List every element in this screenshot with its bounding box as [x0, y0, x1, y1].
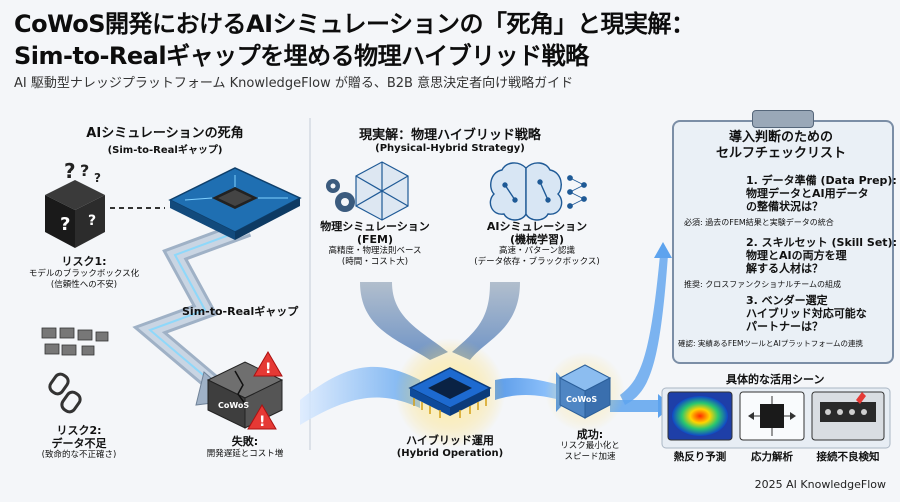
- success-block: 成功: リスク最小化と スピード加速: [540, 428, 640, 463]
- flow-left: [300, 366, 420, 425]
- checklist-item-line: パートナーは？: [746, 320, 823, 333]
- scattered-files-icon: [41, 327, 109, 356]
- stress-chip-icon: [739, 391, 805, 441]
- checklist-card: [672, 120, 894, 364]
- warning-icon: !: [247, 404, 277, 430]
- checklist-item-3: 3. ベンダー選定 ハイブリッド対応可能な パートナーは？: [746, 294, 867, 333]
- risk2-title: リスク2:: [56, 424, 102, 437]
- left-section-subtitle: (Sim-to-Realギャップ): [107, 145, 223, 156]
- ai-line1: 高速・パターン認識: [498, 246, 576, 256]
- hybrid-subtitle: (Hybrid Operation): [396, 448, 504, 459]
- scene-label-thermal: 熱反り予測: [673, 451, 727, 463]
- svg-text:!: !: [259, 414, 265, 430]
- checklist-note-1: 必須: 過去のFEM結果と実験データの統合: [684, 218, 834, 227]
- brain-network-icon: [489, 162, 563, 221]
- checklist-item-line: 3. ベンダー選定: [746, 294, 828, 307]
- checklist-item-line: 物理データとAI用データ: [746, 187, 869, 200]
- checklist-item-line: 1. データ準備 (Data Prep):: [746, 174, 897, 187]
- scene-label-stress: 応力解析: [751, 451, 793, 463]
- circuit-board-icon: [168, 167, 302, 240]
- success-line2: スピード加速: [564, 452, 616, 462]
- hybrid-title: ハイブリッド運用: [406, 434, 494, 447]
- checklist-note-2: 推奨: クロスファンクショナルチームの組成: [684, 280, 841, 289]
- risk2-block: リスク2: データ不足 (致命的な不正確さ): [14, 424, 144, 461]
- ai-title-1: AIシミュレーション: [486, 220, 588, 233]
- checklist-title-2: セルフチェックリスト: [715, 146, 846, 161]
- checklist-title-1: 導入判断のための: [728, 130, 833, 145]
- neural-network-icon: [567, 175, 587, 209]
- checklist-item-line: 物理とAIの両方を理: [746, 249, 847, 262]
- question-cube-icon: ? ? ? ? ?: [45, 159, 105, 248]
- broken-chip-label: CoWoS: [218, 401, 249, 410]
- svg-text:!: !: [265, 361, 271, 377]
- success-chip-icon: [558, 364, 612, 419]
- success-line1: リスク最小化と: [560, 441, 620, 451]
- checklist-item-line: 解する人材は？: [746, 262, 823, 275]
- failure-title: 失敗:: [231, 435, 259, 448]
- flow-ai: [452, 282, 520, 360]
- failure-line1: 開発遅延とコスト増: [206, 449, 284, 459]
- page-subtitle: AI 駆動型ナレッジプラットフォーム KnowledgeFlow が贈る、B2B…: [14, 76, 574, 91]
- page-title-line-1: CoWoS開発におけるAIシミュレーションの「死角」と現実解：: [14, 10, 695, 38]
- svg-text:?: ?: [60, 214, 70, 235]
- risk1-block: リスク1: モデルのブラックボックス化 (信頼性への不安): [14, 253, 154, 291]
- failure-block: 失敗: 開発遅延とコスト増: [190, 433, 300, 460]
- checklist-item-line: ハイブリッド対応可能な: [746, 307, 867, 320]
- svg-text:?: ?: [64, 159, 76, 183]
- svg-text:?: ?: [80, 161, 89, 180]
- flow-checklist: [620, 255, 668, 405]
- flow-right: [495, 377, 560, 400]
- warning-icon: !: [253, 351, 283, 377]
- gears-icon: [326, 179, 355, 212]
- fem-mesh-icon: [355, 161, 409, 221]
- svg-text:?: ?: [88, 213, 96, 229]
- hybrid-chip-icon: [408, 367, 492, 418]
- connector-defect-icon: [811, 391, 885, 441]
- ai-line2: (データ依存・ブラックボックス): [474, 257, 600, 267]
- broken-chain-icon: [48, 372, 82, 414]
- success-chip-label: CoWoS: [566, 395, 597, 404]
- checklist-item-1: 1. データ準備 (Data Prep): 物理データとAI用データ の整備状況…: [746, 174, 897, 213]
- checklist-item-2: 2. スキルセット (Skill Set): 物理とAIの両方を理 解する人材は…: [746, 236, 897, 275]
- ai-block: AIシミュレーション (機械学習) 高速・パターン認識 (データ依存・ブラックボ…: [462, 220, 612, 268]
- flow-fem: [360, 282, 448, 360]
- middle-section-subtitle: (Physical-Hybrid Strategy): [375, 143, 525, 154]
- risk1-title: リスク1:: [61, 255, 107, 268]
- hybrid-block: ハイブリッド運用 (Hybrid Operation): [380, 434, 520, 460]
- thermal-map-icon: [667, 391, 733, 441]
- fem-line2: (時間・コスト大): [341, 257, 409, 267]
- checklist-item-line: の整備状況は？: [746, 200, 823, 213]
- svg-text:?: ?: [94, 171, 101, 185]
- left-section-title: AIシミュレーションの死角: [86, 126, 244, 141]
- risk1-line2: (信頼性への不安): [50, 280, 118, 290]
- fem-title-1: 物理シミュレーション: [320, 220, 430, 233]
- success-title: 成功:: [576, 428, 604, 441]
- ai-title-2: (機械学習): [509, 233, 565, 246]
- scene-label-connection: 接続不良検知: [816, 451, 880, 463]
- checklist-item-line: 2. スキルセット (Skill Set):: [746, 236, 897, 249]
- risk2-line2: (致命的な不正確さ): [41, 450, 117, 460]
- clipboard-clip: [752, 110, 814, 128]
- page-title-line-2: Sim-to-Realギャップを埋める物理ハイブリッド戦略: [14, 42, 589, 70]
- gap-label: Sim-to-Realギャップ: [182, 305, 299, 318]
- risk1-line1: モデルのブラックボックス化: [28, 269, 140, 279]
- fem-line1: 高精度・物理法則ベース: [328, 246, 422, 256]
- fem-block: 物理シミュレーション (FEM) 高精度・物理法則ベース (時間・コスト大): [305, 220, 445, 268]
- fem-title-2: (FEM): [356, 233, 394, 246]
- risk2-line1: データ不足: [51, 437, 107, 450]
- checklist-note-3: 確認: 実績あるFEMツールとAIプラットフォームの連携: [678, 339, 864, 348]
- footer-credit: 2025 AI KnowledgeFlow: [754, 478, 886, 491]
- scenes-title: 具体的な活用シーン: [726, 373, 825, 386]
- middle-section-title: 現実解：物理ハイブリッド戦略: [359, 128, 541, 143]
